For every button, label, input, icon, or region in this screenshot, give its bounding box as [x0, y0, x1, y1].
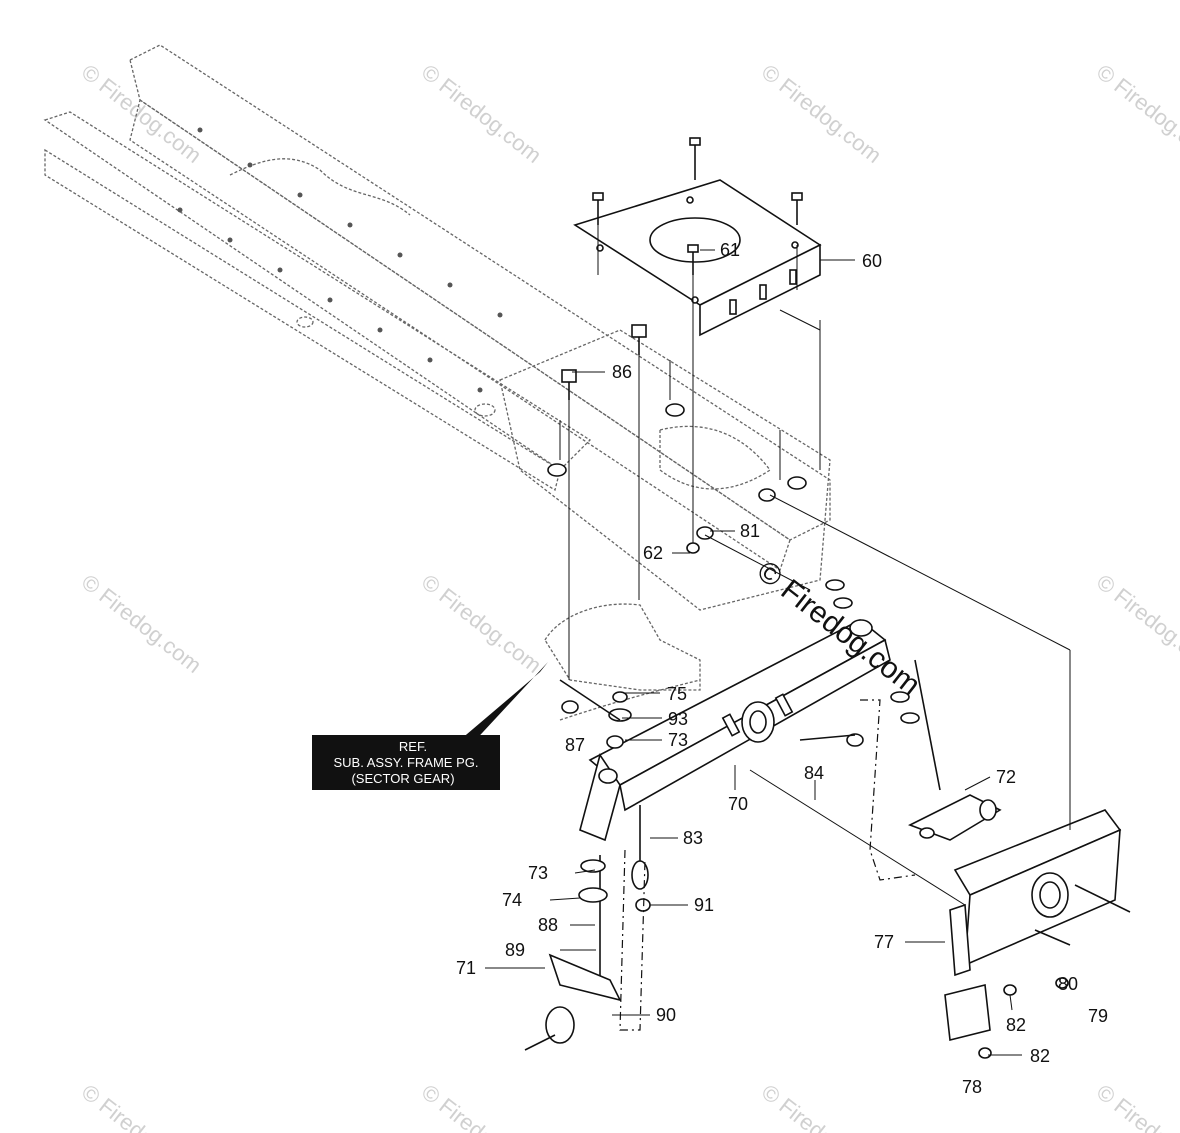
- callout-83: 83: [683, 828, 703, 848]
- watermark: © Firedog.com: [77, 569, 206, 678]
- callout-71: 71: [456, 958, 476, 978]
- callout-82: 82: [1006, 1015, 1026, 1035]
- callout-81: 81: [740, 521, 760, 541]
- watermark: © Firedog.com: [757, 1079, 886, 1133]
- callout-70: 70: [728, 794, 748, 814]
- watermark: © Firedog.com: [417, 569, 546, 678]
- callout-80: 80: [1058, 974, 1078, 994]
- reference-line1: REF.: [399, 739, 427, 754]
- callout-77: 77: [874, 932, 894, 952]
- long-bolts: [547, 324, 807, 680]
- callout-88: 88: [538, 915, 558, 935]
- watermark: © Firedog.com: [417, 1079, 546, 1133]
- callout-72: 72: [996, 767, 1016, 787]
- callout-79: 79: [1088, 1006, 1108, 1026]
- watermark: © Firedog.com: [1092, 1079, 1180, 1133]
- reference-line3: (SECTOR GEAR): [351, 771, 454, 786]
- watermark: © Firedog.com: [1092, 59, 1180, 168]
- watermark: © Firedog.com: [1092, 569, 1180, 678]
- watermark: © Firedog.com: [77, 1079, 206, 1133]
- spindles: [524, 659, 1002, 1051]
- watermark: © Firedog.com: [417, 59, 546, 168]
- callout-82: 82: [1030, 1046, 1050, 1066]
- callout-62: 62: [643, 543, 663, 563]
- callout-73: 73: [528, 863, 548, 883]
- callout-93: 93: [668, 709, 688, 729]
- callout-61: 61: [720, 240, 740, 260]
- callout-87: 87: [565, 735, 585, 755]
- callout-78: 78: [962, 1077, 982, 1097]
- reference-note: REF. SUB. ASSY. FRAME PG. (SECTOR GEAR): [312, 662, 548, 790]
- callout-90: 90: [656, 1005, 676, 1025]
- callout-89: 89: [505, 940, 525, 960]
- callout-91: 91: [694, 895, 714, 915]
- callout-84: 84: [804, 763, 824, 783]
- frame-rails: [43, 44, 831, 721]
- leader-lines: [485, 249, 1022, 1056]
- callout-60: 60: [862, 251, 882, 271]
- callout-86: 86: [612, 362, 632, 382]
- plate-bolts: [592, 137, 803, 545]
- pivot-bracket: [944, 809, 1131, 1041]
- mounting-plate: [573, 179, 822, 337]
- watermark: © Firedog.com: [77, 59, 206, 168]
- assembly-lines: [559, 309, 1071, 1031]
- watermark: © Firedog.com: [757, 59, 886, 168]
- reference-box: [312, 735, 500, 790]
- front-axle: [579, 619, 891, 842]
- reference-line2: SUB. ASSY. FRAME PG.: [334, 755, 479, 770]
- callout-labels: 60 61 62 70 71 72 73 73 74 75 77 78 79 8…: [456, 240, 1108, 1097]
- callout-75: 75: [667, 684, 687, 704]
- callout-73: 73: [668, 730, 688, 750]
- callout-74: 74: [502, 890, 522, 910]
